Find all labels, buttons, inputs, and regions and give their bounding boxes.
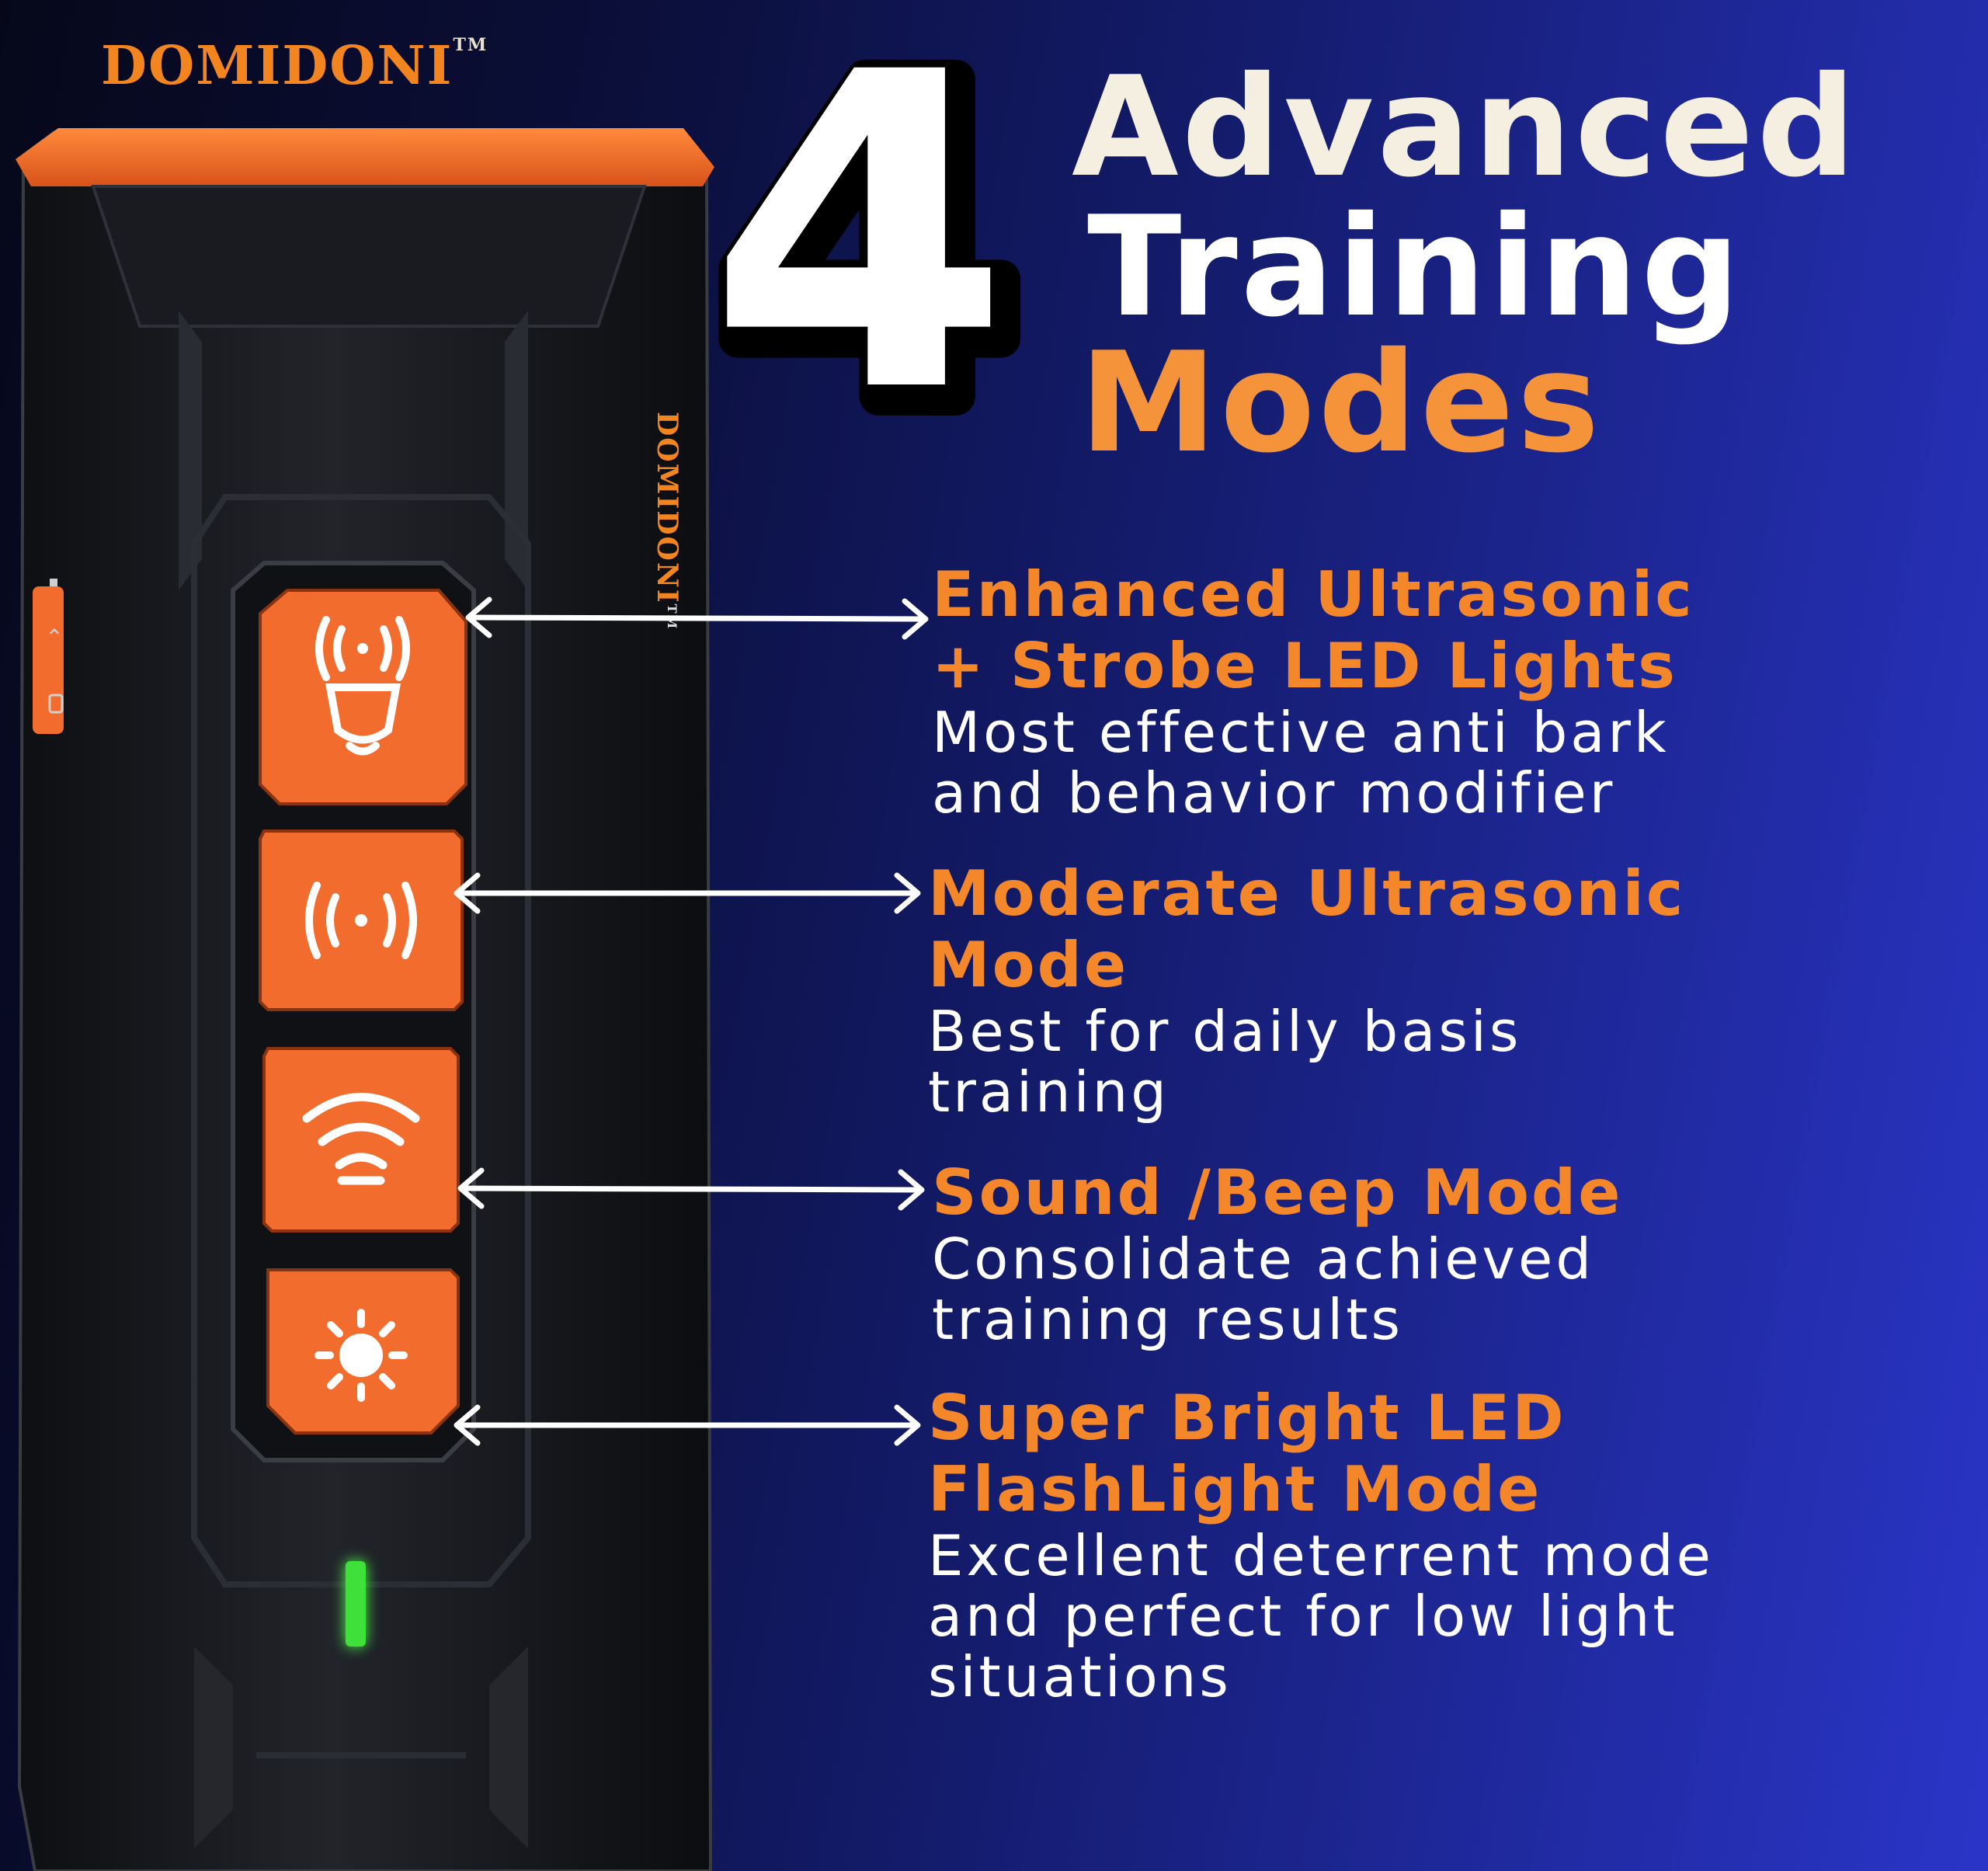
sound-beep-icon: [302, 1093, 420, 1185]
mode-description: Excellent deterrent mode: [928, 1523, 1714, 1588]
mode-title: Mode: [928, 929, 1129, 1001]
mode-description: Consolidate achieved: [932, 1226, 1595, 1292]
headline-line-3: Modes: [1079, 322, 1603, 483]
flashlight-icon: [315, 1309, 408, 1402]
mode-item-sound-beep: Sound /Beep Mode Consolidate achieved tr…: [932, 1156, 1623, 1352]
mode-item-flashlight: Super Bright LED FlashLight Mode Excelle…: [928, 1382, 1714, 1709]
status-led: [346, 1561, 366, 1647]
mode-title: + Strobe LED Lights: [932, 630, 1677, 702]
mode-description: training results: [932, 1287, 1404, 1352]
headline-number: 4 4: [707, 31, 1033, 466]
mode-description: and behavior modifier: [932, 760, 1616, 826]
mode-item-enhanced-ultrasonic: Enhanced Ultrasonic + Strobe LED Lights …: [932, 558, 1694, 826]
mode-title: Moderate Ultrasonic: [928, 857, 1686, 930]
mode-title: Super Bright LED: [928, 1382, 1566, 1454]
button-enhanced-ultrasonic: [259, 589, 467, 805]
brand-logo: DOMIDONITM: [101, 35, 488, 97]
mode-title: Enhanced Ultrasonic: [932, 558, 1694, 631]
headline-line-1: Advanced: [1072, 47, 1859, 207]
mode-description: and perfect for low light: [928, 1584, 1678, 1649]
arrow-mode-1: [465, 596, 929, 640]
arrow-mode-2: [454, 872, 921, 914]
mode-item-moderate-ultrasonic: Moderate Ultrasonic Mode Best for daily …: [928, 857, 1686, 1125]
svg-text:4: 4: [718, 31, 1021, 466]
svg-text:4: 4: [707, 31, 1010, 466]
arrow-mode-4: [454, 1404, 921, 1446]
button-sound-beep: [262, 1047, 460, 1233]
mode-description: situations: [928, 1644, 1232, 1709]
ultrasonic-icon: [305, 882, 417, 959]
arrow-mode-3: [457, 1167, 925, 1211]
mode-description: Best for daily basis: [928, 999, 1522, 1064]
device-illustration: ⌃: [16, 128, 714, 1871]
headline-line-2: Training: [1087, 186, 1743, 347]
ultrasonic-strobe-icon: [315, 616, 410, 756]
mode-title: FlashLight Mode: [928, 1453, 1542, 1525]
svg-text:⌃: ⌃: [45, 624, 63, 650]
mode-description: training: [928, 1059, 1170, 1125]
mode-description: Most effective anti bark: [932, 700, 1670, 765]
device-top-cap: [16, 128, 714, 186]
mode-title: Sound /Beep Mode: [932, 1156, 1623, 1229]
